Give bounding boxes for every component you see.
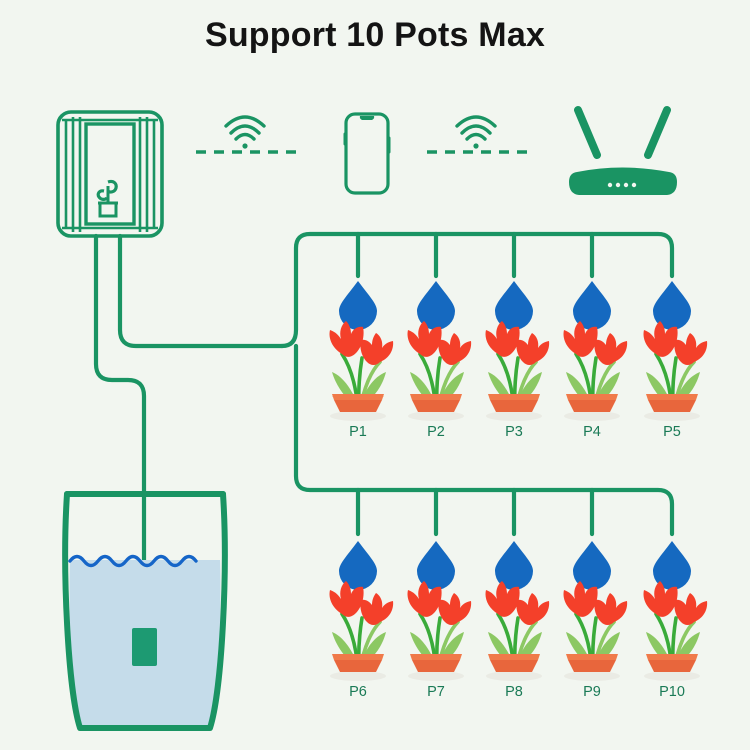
pot-label-p4: P4 <box>583 424 601 440</box>
potted-plant-p3 <box>485 321 550 421</box>
potted-plant-p9 <box>563 581 628 681</box>
pot-label-p5: P5 <box>663 424 681 440</box>
pot-label-p10: P10 <box>659 684 685 700</box>
pot-label-p9: P9 <box>583 684 601 700</box>
pot-label-p2: P2 <box>427 424 445 440</box>
potted-plant-p1 <box>329 321 394 421</box>
pot-label-p6: P6 <box>349 684 367 700</box>
potted-plant-p4 <box>563 321 628 421</box>
potted-plant-p6 <box>329 581 394 681</box>
potted-plants <box>329 321 708 681</box>
drip-tubes-bottom <box>355 487 595 537</box>
water-reservoir-icon[interactable] <box>62 491 228 731</box>
pot-label-p1: P1 <box>349 424 367 440</box>
wifi-signal-left-icon <box>196 115 298 154</box>
water-drops-bottom <box>339 541 691 590</box>
pot-label-p7: P7 <box>427 684 445 700</box>
pot-label-p3: P3 <box>505 424 523 440</box>
wifi-router-icon[interactable] <box>569 106 677 195</box>
water-tubing <box>93 231 675 643</box>
router-leds <box>607 182 637 188</box>
potted-plant-p5 <box>643 321 708 421</box>
drip-tubes-top <box>355 231 595 279</box>
potted-plant-p10 <box>643 581 708 681</box>
water-drops-top <box>339 281 691 330</box>
pot-label-p8: P8 <box>505 684 523 700</box>
wifi-signal-right-icon <box>427 115 529 154</box>
potted-plant-p8 <box>485 581 550 681</box>
potted-plant-p7 <box>407 581 472 681</box>
smartphone-icon[interactable] <box>343 112 391 195</box>
potted-plant-p2 <box>407 321 472 421</box>
irrigation-controller-icon[interactable] <box>56 110 164 238</box>
page-title: Support 10 Pots Max <box>204 16 546 54</box>
plant-glyph-icon <box>96 179 118 218</box>
